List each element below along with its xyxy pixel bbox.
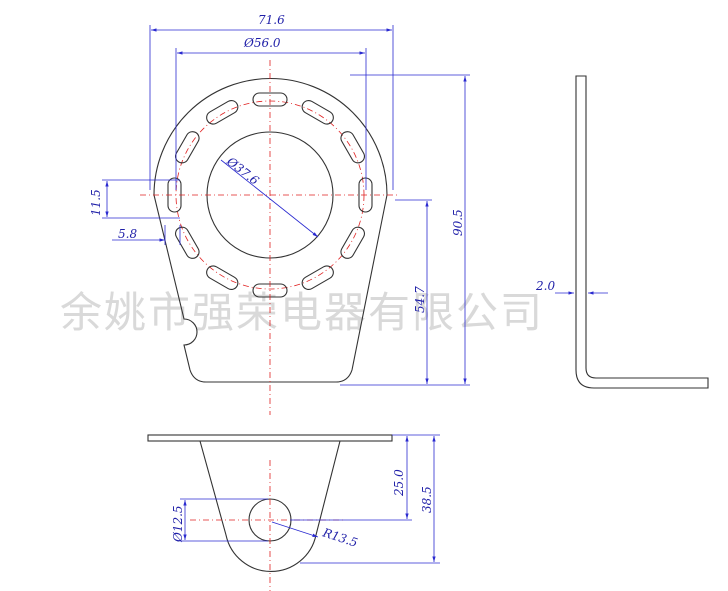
side-view: 2.0 xyxy=(535,75,709,389)
slot xyxy=(252,92,288,107)
dim-center-height: 54.7 xyxy=(413,286,427,313)
watermark-text: 余姚市强荣电器有限公司 xyxy=(60,288,544,337)
slot xyxy=(206,99,239,125)
slot xyxy=(340,226,366,259)
dim-bottom-overall-height: 38.5 xyxy=(420,486,434,513)
dim-bottom-hole-dia: Ø12.5 xyxy=(171,505,185,543)
flange-top xyxy=(147,434,393,442)
bracket-profile xyxy=(575,75,709,389)
dim-radius-bottom: R13.5 xyxy=(320,525,359,550)
dim-thickness: 2.0 xyxy=(535,279,555,293)
slot xyxy=(174,226,200,259)
bottom-view: Ø12.5 R13.5 25.0 38.5 xyxy=(147,434,440,591)
dim-radius-line xyxy=(271,521,319,538)
plate-outline xyxy=(153,78,388,383)
dim-slot-width: 5.8 xyxy=(118,227,137,241)
front-view: 71.6 Ø56.0 Ø37.6 11.5 5.8 90.5 54.7 xyxy=(89,13,470,415)
dim-height-overall: 90.5 xyxy=(451,209,465,236)
slot xyxy=(301,265,334,291)
dim-center-hole-dia: Ø37.6 xyxy=(223,154,262,188)
tab-outline xyxy=(199,440,341,572)
slot xyxy=(206,265,239,291)
slot xyxy=(358,177,373,213)
dim-bolt-circle-dia: Ø56.0 xyxy=(243,36,281,50)
slot xyxy=(340,131,366,164)
dim-slot-length: 11.5 xyxy=(89,189,103,216)
dim-bottom-center-height: 25.0 xyxy=(392,469,406,497)
dim-center-hole-line xyxy=(220,159,319,238)
dim-width-overall: 71.6 xyxy=(258,13,285,27)
slot xyxy=(301,99,334,125)
slot xyxy=(174,131,200,164)
